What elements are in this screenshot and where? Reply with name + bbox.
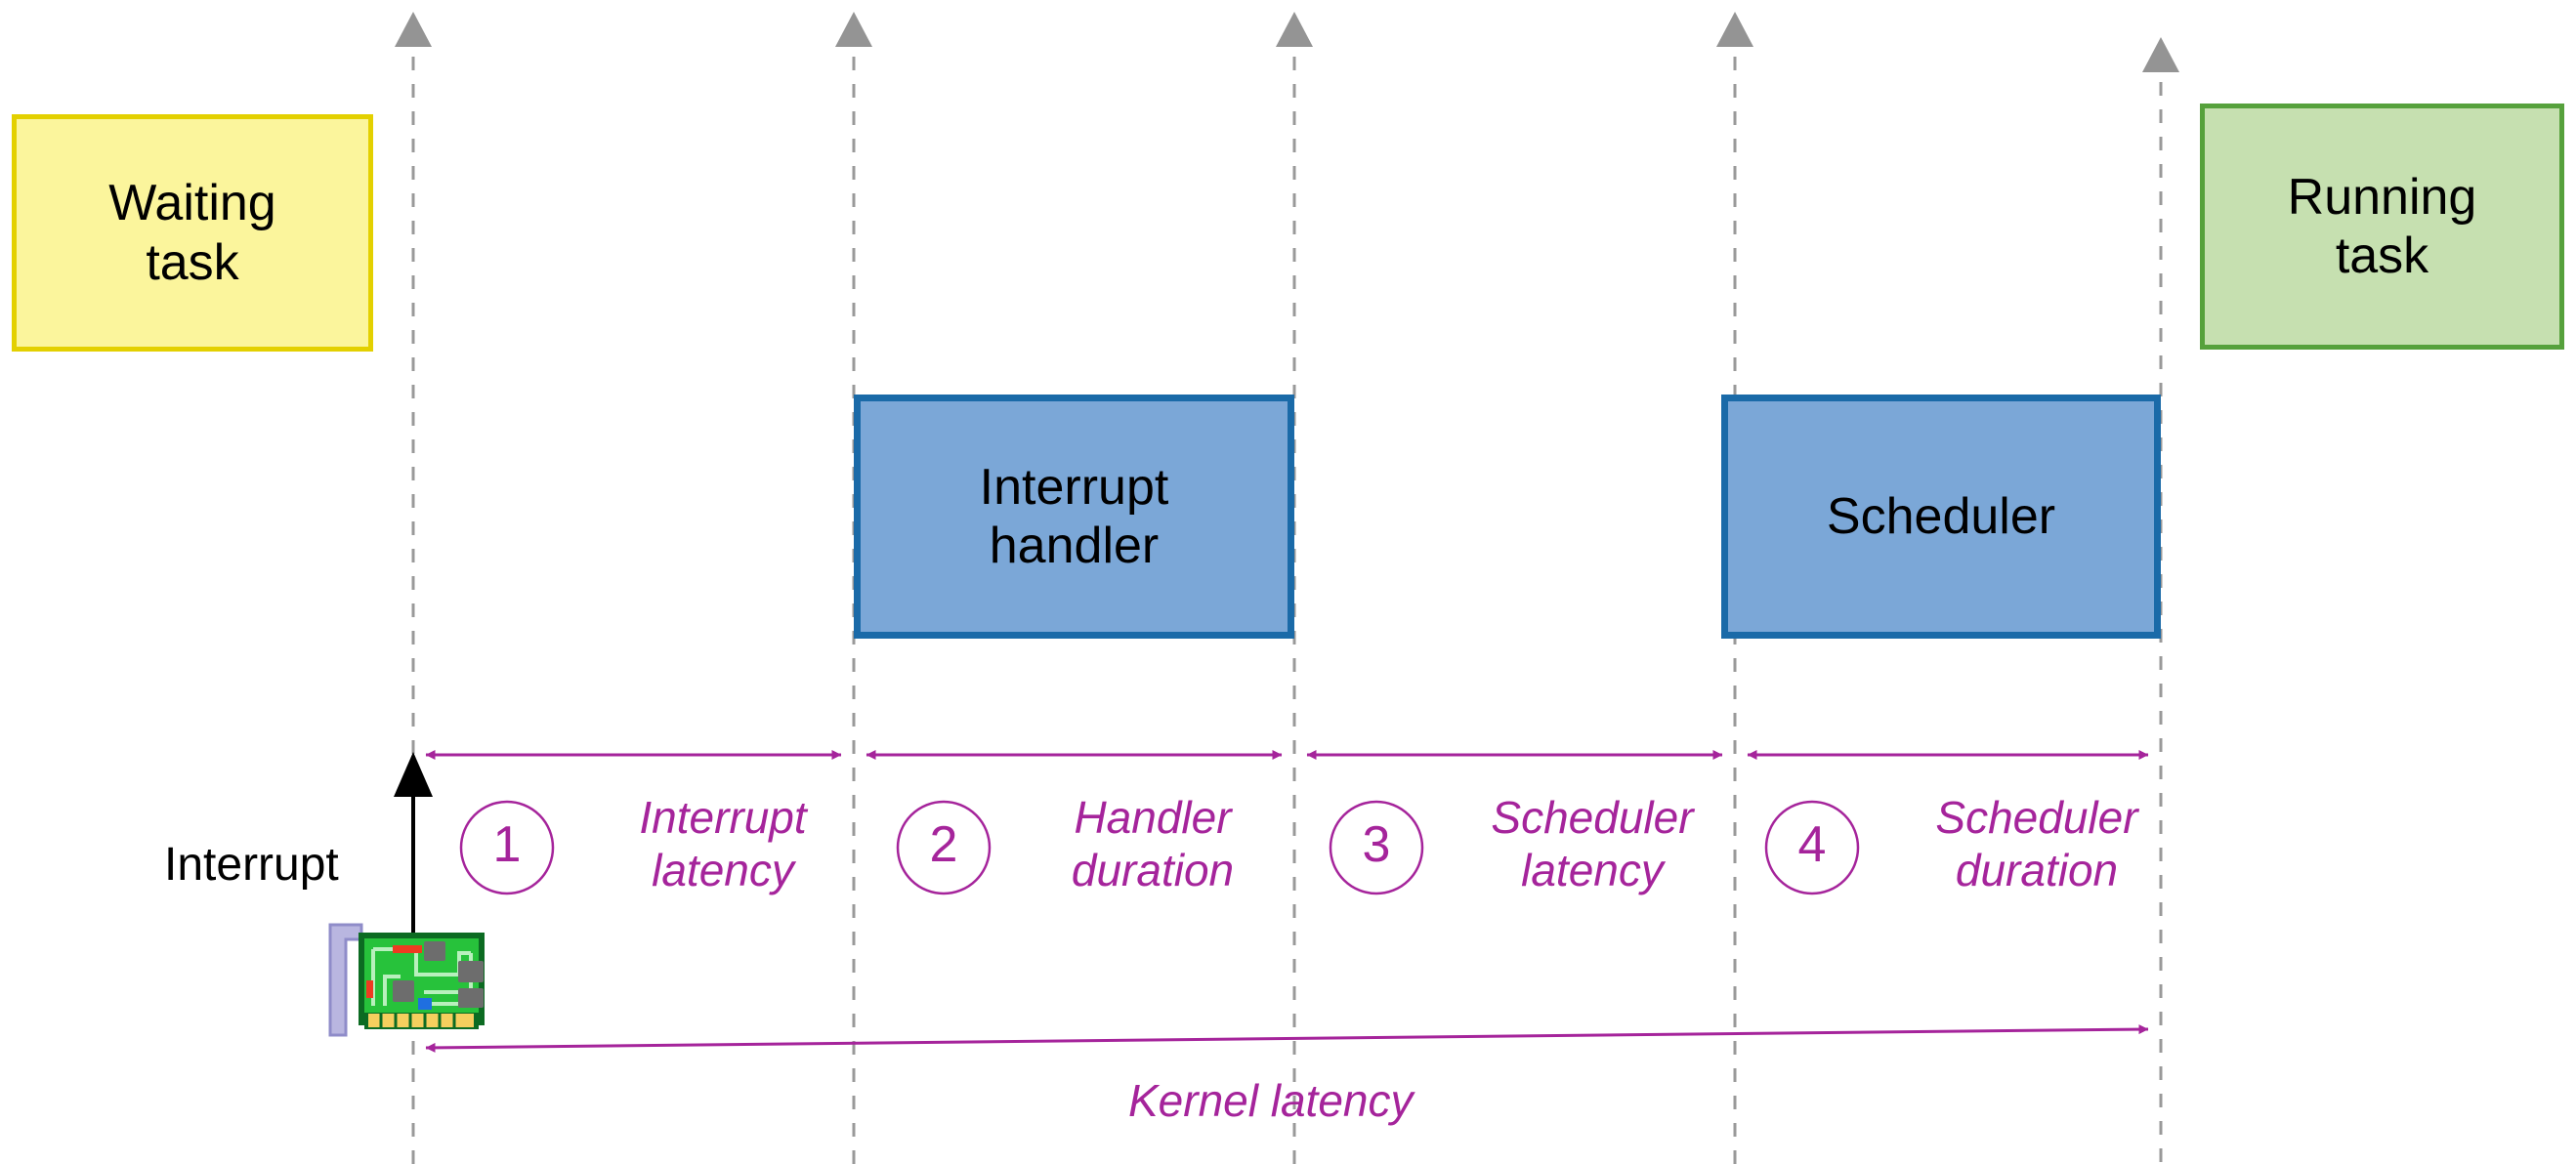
kernel-latency-arrow xyxy=(425,1024,2149,1053)
segment-label-1: Interrupt latency xyxy=(586,791,860,897)
segment-badge-3 xyxy=(1329,800,1424,895)
waiting-task-label-line1: Waiting xyxy=(108,175,276,232)
segment-label-4-line2: duration xyxy=(1955,845,2119,896)
scheduler-block: Scheduler xyxy=(1721,395,2161,639)
segment-badge-2 xyxy=(896,800,992,895)
timeline-guide-3 xyxy=(1716,12,1753,1164)
segment-label-4: Scheduler duration xyxy=(1890,791,2183,897)
interrupt-source-label: Interrupt xyxy=(164,839,339,891)
waiting-task-box: Waiting task xyxy=(12,114,373,352)
interrupt-handler-label-line1: Interrupt xyxy=(979,458,1169,516)
segment-label-3-line2: latency xyxy=(1521,845,1664,896)
segment-label-1-line2: latency xyxy=(652,845,794,896)
interrupt-handler-block: Interrupt handler xyxy=(854,395,1294,639)
segment-number-3: 3 xyxy=(1362,816,1391,873)
scheduler-label-line1: Scheduler xyxy=(1826,487,2056,545)
segment-label-2-line1: Handler xyxy=(1074,792,1232,843)
kernel-latency-label: Kernel latency xyxy=(1128,1075,1414,1126)
segment-label-2-line2: duration xyxy=(1071,845,1235,896)
segment-badge-4 xyxy=(1764,800,1860,895)
timeline-guide-1 xyxy=(835,12,872,1164)
timeline-guide-2 xyxy=(1276,12,1313,1164)
segment-number-1: 1 xyxy=(492,816,522,873)
segment-badge-1 xyxy=(459,800,555,895)
segment-label-2: Handler duration xyxy=(1016,791,1289,897)
segment-number-4: 4 xyxy=(1797,816,1827,873)
expansion-card-icon xyxy=(328,923,485,1037)
segment-label-1-line1: Interrupt xyxy=(639,792,807,843)
segment-label-3: Scheduler latency xyxy=(1456,791,1729,897)
waiting-task-label-line2: task xyxy=(146,233,239,291)
running-task-label-line2: task xyxy=(2335,228,2429,284)
segment-label-3-line1: Scheduler xyxy=(1491,792,1694,843)
segment-number-2: 2 xyxy=(929,816,958,873)
running-task-label-line1: Running xyxy=(2287,168,2477,226)
segment-label-4-line1: Scheduler xyxy=(1935,792,2138,843)
interrupt-handler-label-line2: handler xyxy=(989,518,1160,574)
running-task-box: Running task xyxy=(2200,104,2564,350)
timeline-guide-4 xyxy=(2142,37,2179,1164)
timeline-guide-0 xyxy=(395,12,432,1164)
